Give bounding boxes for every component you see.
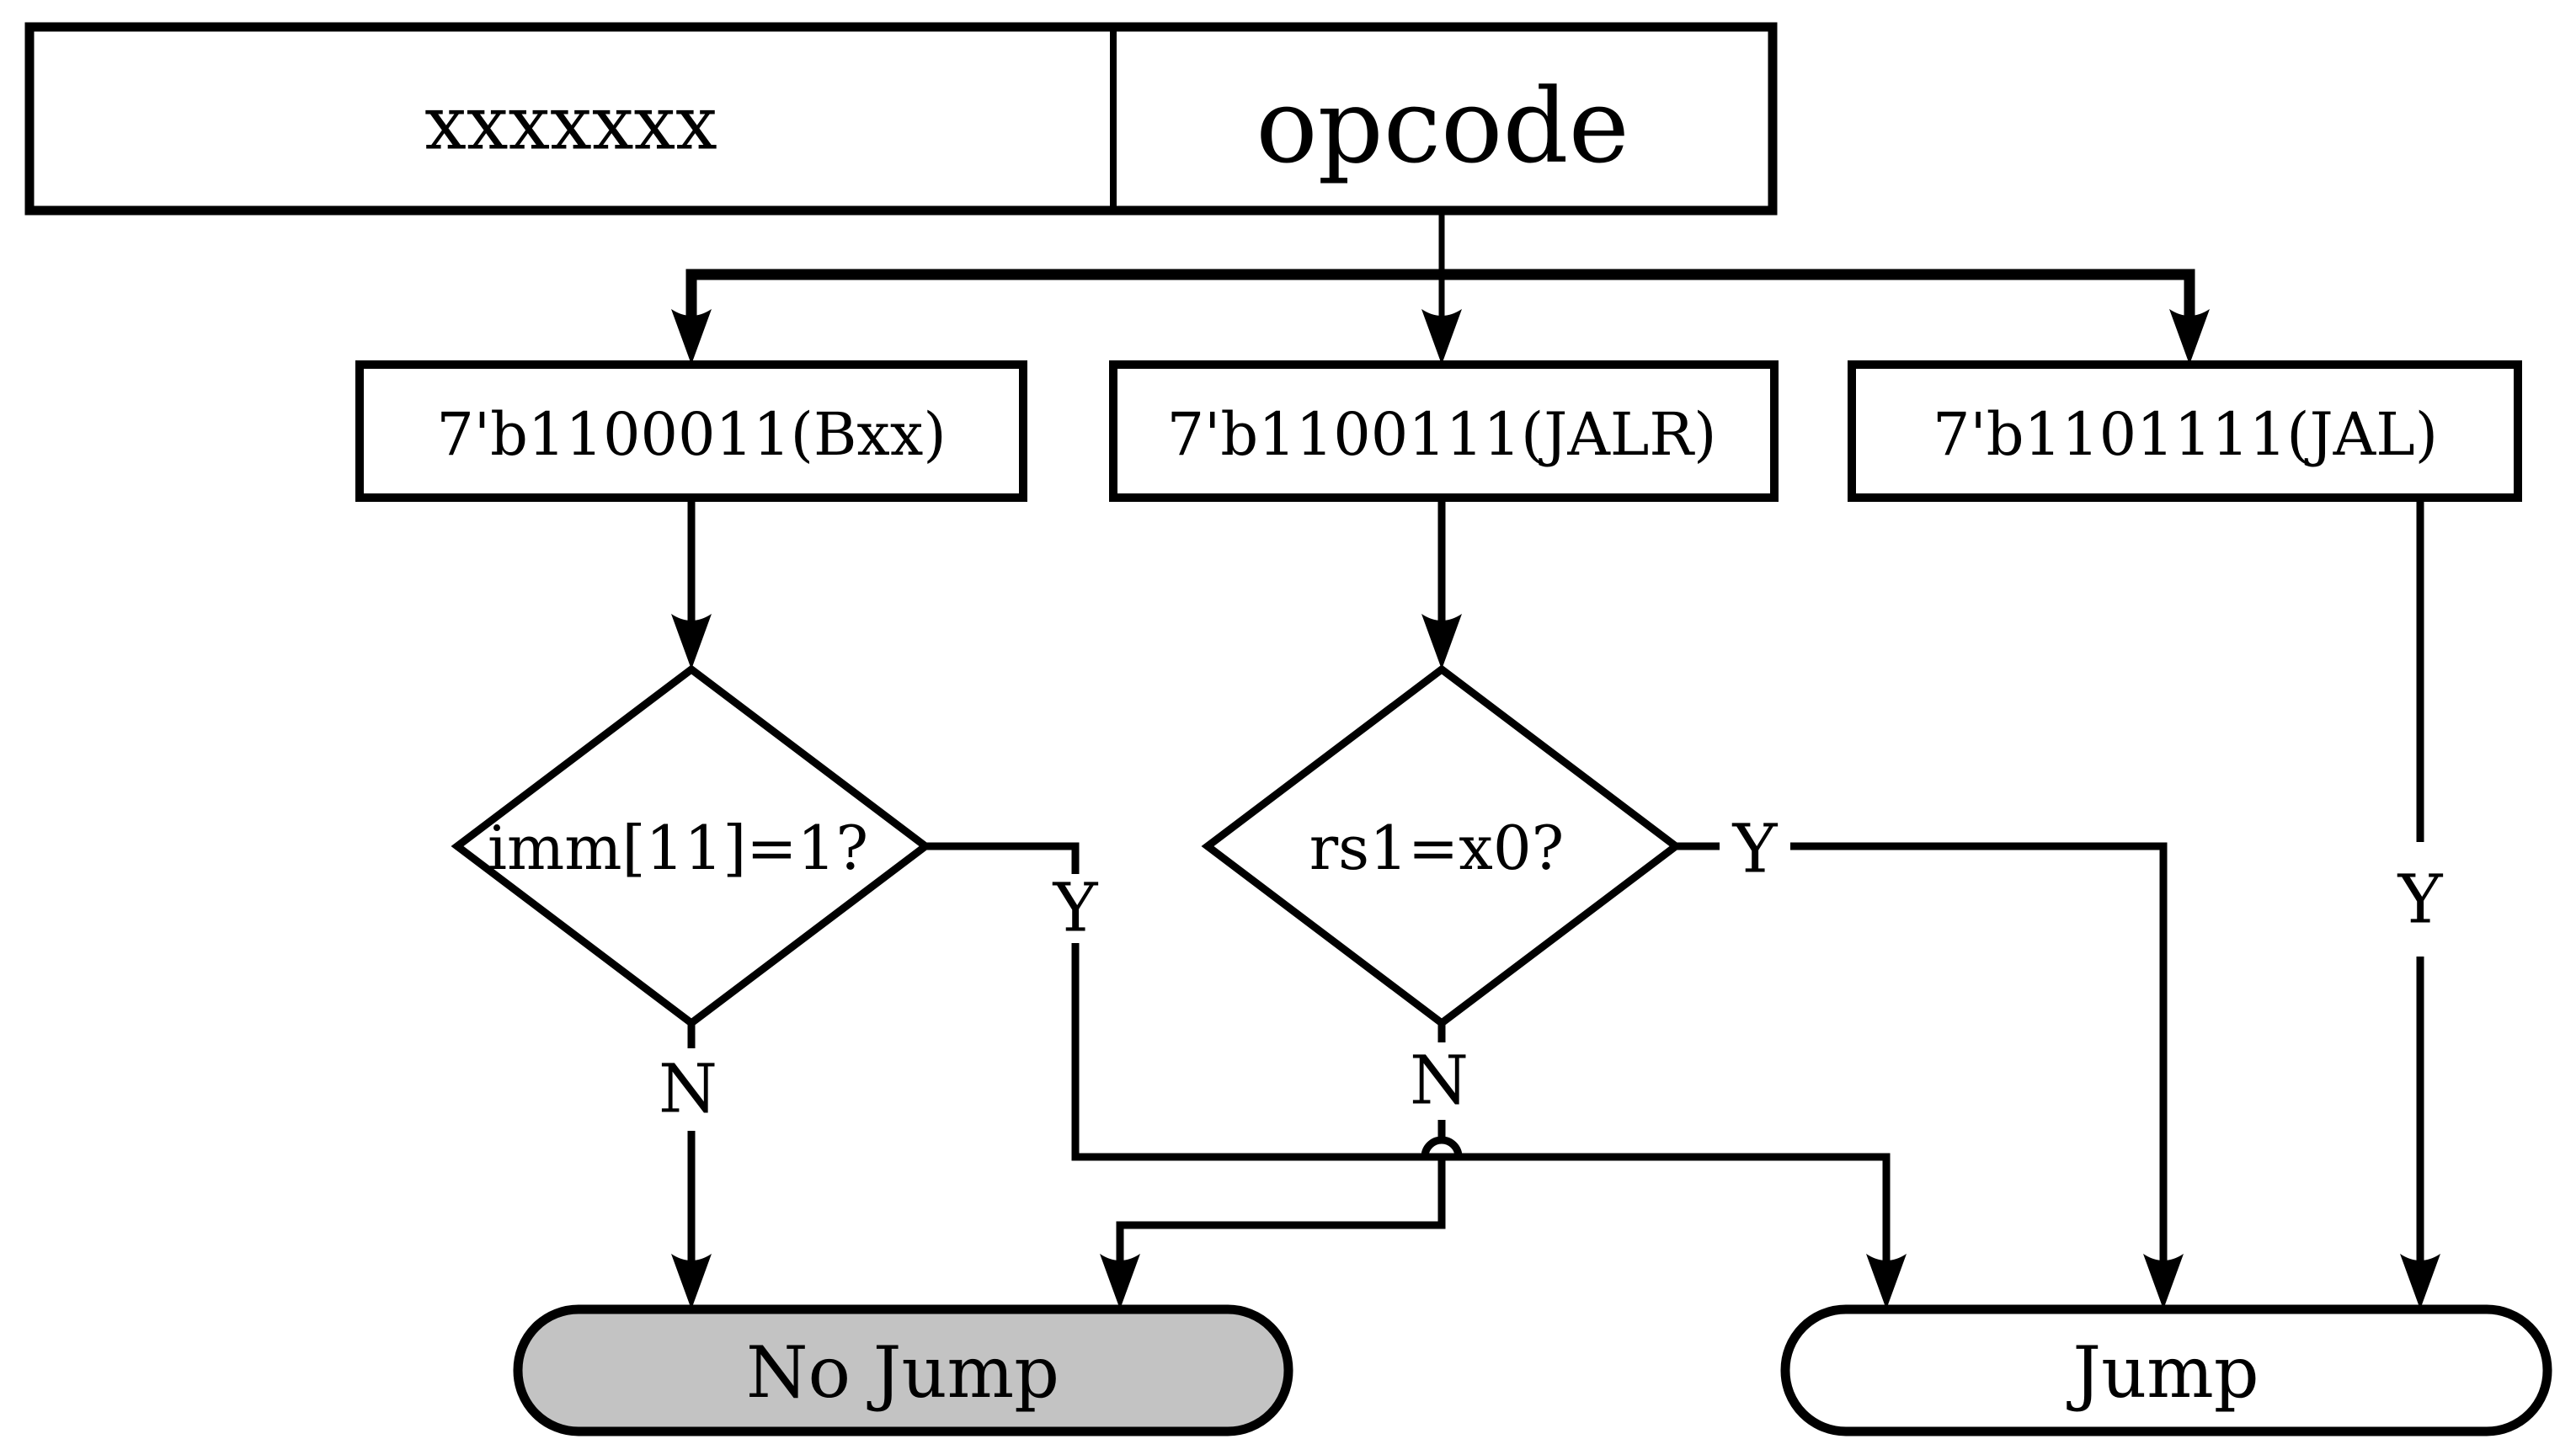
arrowhead-to-jalr <box>1421 309 1462 365</box>
terminal-no-jump-shape <box>513 1304 1293 1436</box>
opcode-box-jalr-rect <box>1109 360 1779 502</box>
edge-jal-yes-label: Y <box>2397 861 2444 939</box>
connector-rs1x0-yes-line <box>1790 842 2168 1265</box>
arrowhead-to-rs1-decision <box>1421 614 1462 669</box>
arrowhead-rs1x0-yes-to-jump <box>2143 1254 2184 1309</box>
terminal-jump-label: Jump <box>2066 1331 2259 1414</box>
edge-imm11-no-label: N <box>659 1050 717 1128</box>
edge-imm11-yes: Y <box>925 842 1907 1309</box>
terminal-no-jump: No Jump <box>513 1304 1293 1436</box>
unused-bits-field-label: xxxxxxx <box>424 80 717 167</box>
connector-imm11-yes-stub <box>925 842 1080 874</box>
opcode-box-jal-label: 7'b1101111(JAL) <box>1933 400 2438 469</box>
decision-imm11: imm[11]=1? <box>451 664 932 1028</box>
edge-rs1x0-no: N <box>1100 1023 1469 1309</box>
terminal-no-jump-label: No Jump <box>746 1331 1059 1414</box>
connector-distributor <box>685 269 2195 333</box>
opcode-box-jal: 7'b1101111(JAL) <box>1848 360 2522 502</box>
arrowhead-rs1x0-no-to-nojump <box>1100 1254 1140 1309</box>
connector-rs1x0-no-line-lower <box>1116 1159 1446 1267</box>
edge-imm11-yes-label: Y <box>1053 869 1099 947</box>
opcode-box-jalr-label: 7'b1100111(JALR) <box>1167 400 1717 469</box>
line-hop-arc <box>1421 1136 1463 1158</box>
edge-rs1x0-yes: Y <box>1676 810 2184 1309</box>
decision-rs1x0: rs1=x0? <box>1201 664 1683 1028</box>
connector-imm11-yes-line <box>1071 943 1891 1265</box>
instruction-field-bar: xxxxxxx opcode <box>24 22 1778 216</box>
arrowhead-jal-yes-to-jump <box>2400 1254 2440 1309</box>
arrowhead-to-imm11-decision <box>671 614 712 669</box>
decision-rs1x0-label: rs1=x0? <box>1309 813 1565 883</box>
opcode-field-label: opcode <box>1256 67 1629 186</box>
instruction-field-rect <box>24 22 1778 216</box>
edge-imm11-no: N <box>659 1023 717 1309</box>
opcode-box-jalr: 7'b1100111(JALR) <box>1109 360 1779 502</box>
edge-jal-yes: Y <box>2397 498 2444 1309</box>
opcode-box-jal-rect <box>1848 360 2522 502</box>
edge-rs1x0-no-label: N <box>1410 1042 1469 1120</box>
arrowhead-to-bxx <box>671 309 712 365</box>
terminal-jump: Jump <box>1780 1304 2552 1436</box>
edge-rs1x0-yes-label: Y <box>1732 810 1779 888</box>
opcode-box-bxx: 7'b1100011(Bxx) <box>355 360 1027 502</box>
terminal-jump-shape <box>1780 1304 2552 1436</box>
arrowhead-to-jal <box>2169 309 2210 365</box>
arrowhead-imm11-yes-to-jump <box>1866 1254 1907 1309</box>
opcode-box-bxx-label: 7'b1100011(Bxx) <box>436 400 946 469</box>
opcode-distributor <box>671 211 2210 365</box>
decision-imm11-label: imm[11]=1? <box>488 813 868 883</box>
opcode-box-bxx-rect <box>355 360 1027 502</box>
arrowhead-imm11-no-to-nojump <box>671 1254 712 1309</box>
